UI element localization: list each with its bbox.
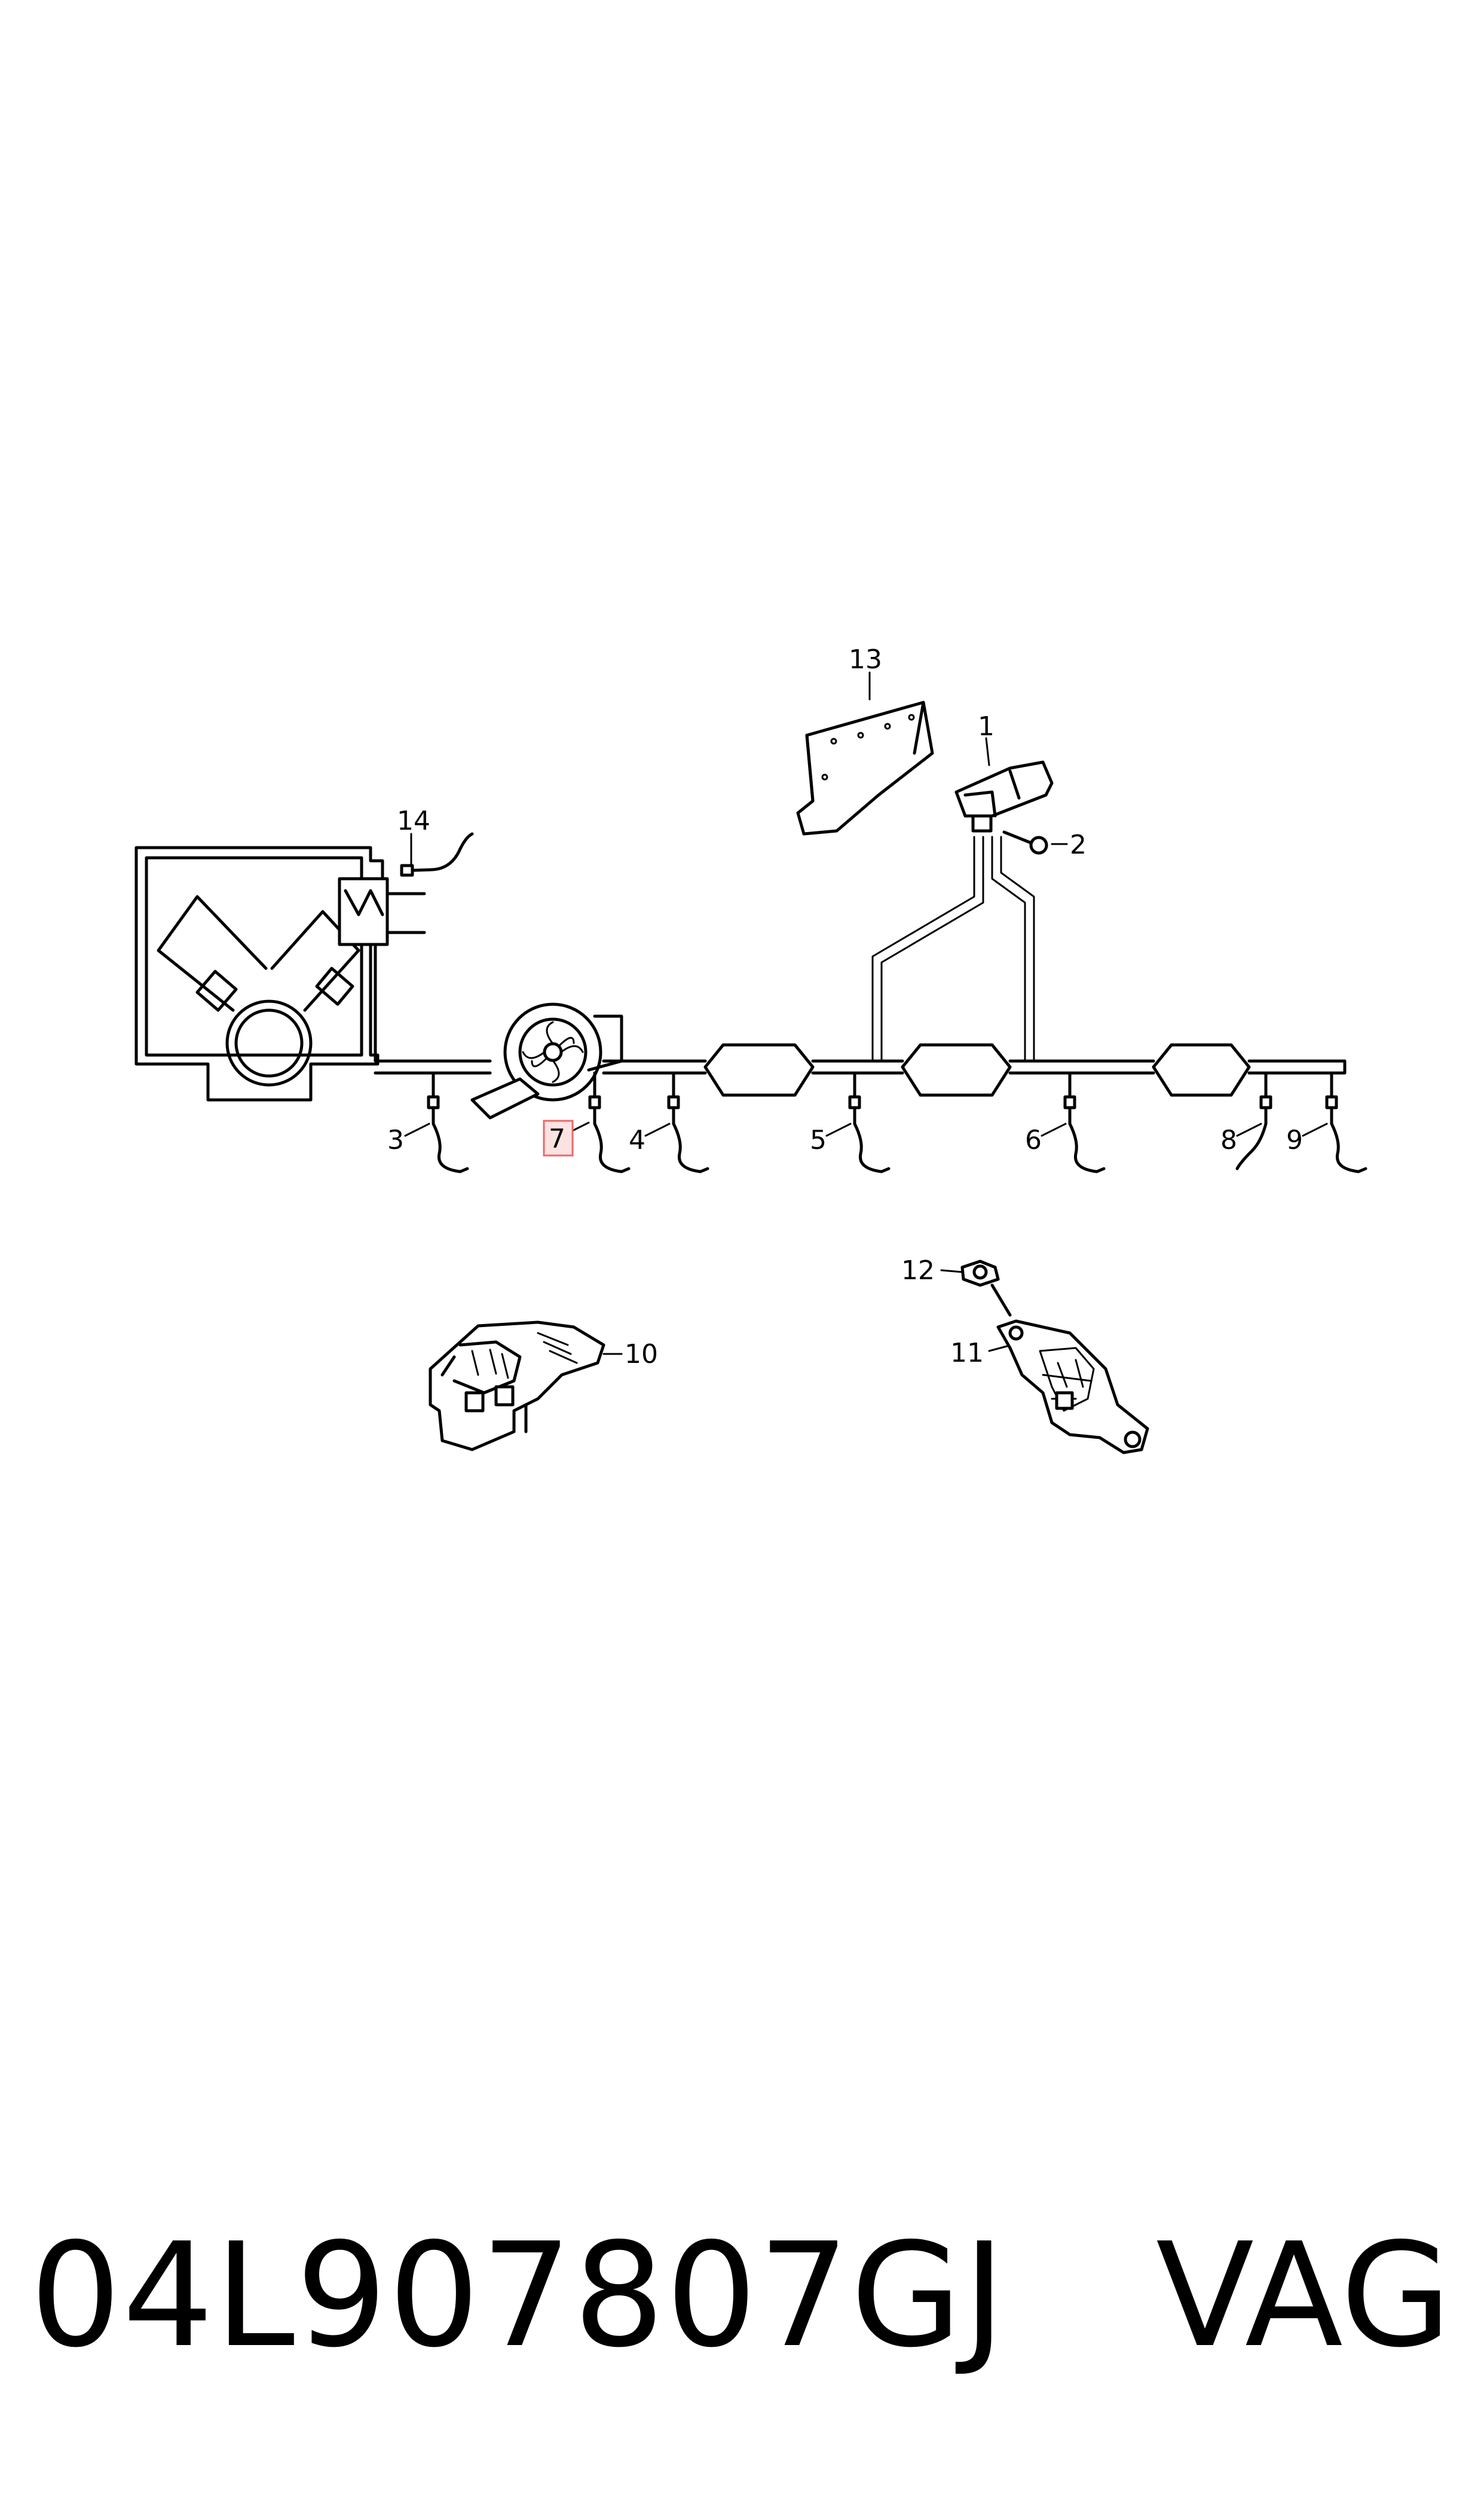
- callout-5[interactable]: 5: [810, 1125, 827, 1155]
- exhaust-pipe: [374, 943, 1347, 1075]
- probe-7: [588, 1071, 631, 1173]
- callout-9[interactable]: 9: [1286, 1125, 1303, 1155]
- footer: 04L907807GJ VAG: [30, 2212, 1464, 2379]
- callout-14[interactable]: 14: [397, 806, 430, 836]
- callout-labels: 13 1 2 14 3 7 4 5 6 8 9 10 12 11: [387, 644, 1303, 1369]
- turbocharger: [470, 1002, 623, 1120]
- callout-7[interactable]: 7: [549, 1124, 565, 1154]
- probe-3: [427, 1071, 469, 1173]
- part-number: 04L907807GJ: [30, 2212, 1007, 2379]
- part-11-bracket: [996, 1319, 1149, 1454]
- callout-12[interactable]: 12: [901, 1255, 935, 1286]
- callout-11[interactable]: 11: [950, 1338, 984, 1368]
- temperature-probes: [427, 1071, 1367, 1173]
- part-2-screw: [1002, 830, 1048, 855]
- callout-10[interactable]: 10: [625, 1339, 658, 1369]
- callout-3[interactable]: 3: [387, 1125, 404, 1155]
- pressure-lines: [871, 836, 1035, 1062]
- engine-frame: [134, 846, 384, 1102]
- callout-13[interactable]: 13: [849, 644, 882, 675]
- probe-5: [848, 1071, 891, 1173]
- heat-exchanger: [338, 877, 426, 946]
- probe-6: [1063, 1071, 1106, 1173]
- probe-9: [1325, 1071, 1367, 1173]
- part-10-bracket: [429, 1320, 605, 1451]
- part-13-heat-shield: [796, 701, 934, 836]
- probe-8: [1235, 1071, 1272, 1170]
- callout-8[interactable]: 8: [1220, 1125, 1237, 1155]
- callout-6[interactable]: 6: [1025, 1125, 1042, 1155]
- probe-4: [667, 1071, 709, 1173]
- callout-2[interactable]: 2: [1070, 830, 1087, 860]
- catalytic-converters: [703, 1043, 1251, 1097]
- part-1-pressure-sensor: [954, 760, 1054, 833]
- highlight-box-7: [543, 1120, 574, 1157]
- callout-1[interactable]: 1: [978, 711, 995, 742]
- part-14-sensor: [400, 832, 474, 877]
- brand-name: VAG: [1156, 2212, 1452, 2379]
- callout-4[interactable]: 4: [629, 1125, 645, 1155]
- part-12-clip: [960, 1259, 1012, 1317]
